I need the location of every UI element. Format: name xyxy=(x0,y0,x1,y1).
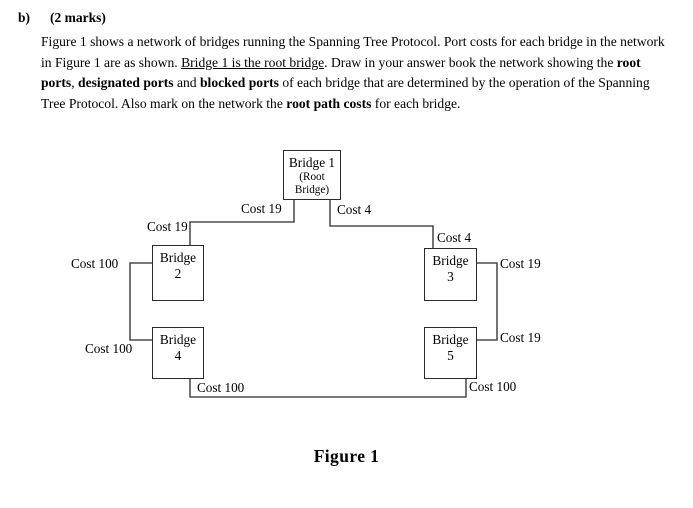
node-bridge4: Bridge 4 xyxy=(152,327,204,379)
label-cost-bridge4-bottom: Cost 100 xyxy=(196,380,246,395)
question-text-run-0: Figure 1 shows a network of bridges runn… xyxy=(41,34,665,70)
question-text-run-6: and xyxy=(173,75,200,91)
question-marks: (2 marks) xyxy=(50,10,106,25)
label-cost-bridge3-right: Cost 19 xyxy=(499,256,542,271)
label-cost-bridge4-left: Cost 100 xyxy=(84,341,134,356)
question-text-run-7: blocked ports xyxy=(200,75,279,91)
question-paragraph: Figure 1 shows a network of bridges runn… xyxy=(41,32,666,114)
question-text-run-2: . Draw in your answer book the network s… xyxy=(324,54,617,70)
figure-caption: Figure 1 xyxy=(313,446,380,466)
node-bridge2-title: Bridge xyxy=(159,250,197,265)
question-heading: b) (2 marks) xyxy=(18,10,678,26)
label-cost-bridge5-right: Cost 19 xyxy=(499,330,542,345)
node-bridge3: Bridge 3 xyxy=(424,248,477,301)
node-bridge3-number: 3 xyxy=(447,268,454,284)
label-cost-bridge5-bottom: Cost 100 xyxy=(468,379,518,394)
node-bridge1: Bridge 1 (Root Bridge) xyxy=(283,150,341,200)
label-cost-bridge3-top: Cost 4 xyxy=(436,230,473,245)
node-bridge1-subtitle-line1: (Root xyxy=(299,170,325,183)
question-letter: b) xyxy=(18,10,31,25)
question-text-run-4: , xyxy=(71,75,79,91)
question-text-run-5: designated ports xyxy=(78,75,174,91)
link-bridge3-bridge5 xyxy=(476,262,498,341)
question-text-run-8: of each bridge that are determined by th… xyxy=(41,75,650,111)
node-bridge2: Bridge 2 xyxy=(152,245,204,301)
question-text-run-10: for each bridge. xyxy=(371,95,461,111)
node-bridge1-subtitle-line2: Bridge) xyxy=(294,183,330,196)
node-bridge1-title: Bridge 1 xyxy=(288,155,336,170)
link-bridge2-bridge4 xyxy=(129,262,153,341)
label-cost-bridge2-left: Cost 100 xyxy=(70,256,120,271)
node-bridge5-title: Bridge xyxy=(432,332,469,347)
node-bridge5-number: 5 xyxy=(447,347,454,363)
question-text-run-3: root ports xyxy=(41,54,641,91)
node-bridge2-number: 2 xyxy=(174,265,182,281)
node-bridge3-title: Bridge xyxy=(432,253,469,268)
node-bridge5: Bridge 5 xyxy=(424,327,477,379)
label-cost-bridge1-right: Cost 4 xyxy=(336,202,373,217)
label-cost-bridge2-top: Cost 19 xyxy=(146,219,189,234)
label-cost-bridge1-left: Cost 19 xyxy=(240,201,283,216)
node-bridge4-title: Bridge xyxy=(159,332,197,347)
question-text-run-9: root path costs xyxy=(286,95,372,111)
node-bridge4-number: 4 xyxy=(174,347,182,363)
question-text-run-1: Bridge 1 is the root bridge xyxy=(181,54,325,70)
